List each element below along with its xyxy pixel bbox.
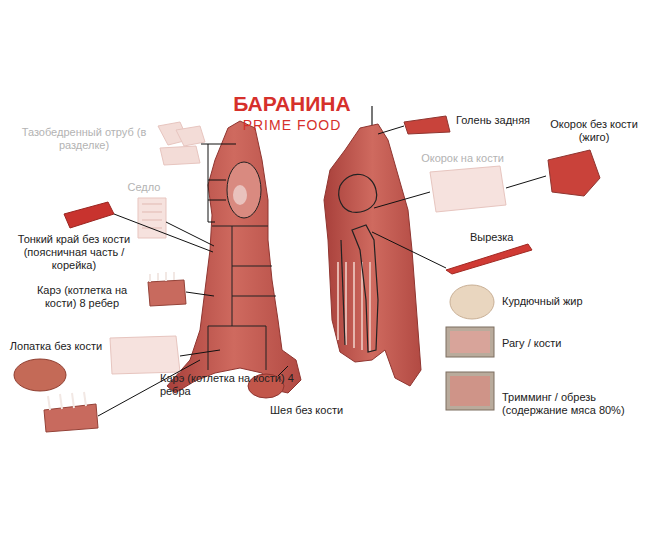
cut-label: Тазобедренный отруб (в разделке) [18,126,150,152]
illustration-part [548,150,600,196]
illustration-part [160,146,200,165]
diagram-title: БАРАНИНА [192,92,392,116]
illustration-part [148,280,186,306]
illustration-part [506,176,546,188]
cut-label: Окорок без кости (жиго) [548,118,640,144]
illustration-part [142,204,162,228]
illustration-part [446,372,494,410]
cut-label: Вырезка [470,231,540,244]
cut-label: Окорок на кости [405,152,520,165]
cut-label: Карэ (котлетка на кости) 4 ребра [160,372,300,398]
cut-pictures-left [14,122,284,432]
illustration-part [150,272,174,282]
illustration-part [404,116,450,134]
illustration-part [446,327,494,357]
illustration-part [186,292,214,296]
illustration-part [352,225,378,352]
illustration-part [324,124,421,386]
illustration-part [180,350,220,356]
illustration-part [446,244,532,274]
illustration-part [110,336,180,374]
illustration-part [450,285,494,319]
cut-label: Тримминг / обрезь (содержание мяса 80%) [502,391,652,417]
illustration-part [450,376,490,406]
illustration-part [378,126,404,134]
illustration-part [176,126,205,146]
cut-label: Курдючный жир [502,295,602,308]
illustration-part [166,222,214,246]
illustration-part [371,106,373,126]
cut-label: Карэ (котлетка на кости) 8 ребер [20,284,144,310]
illustration-part [64,202,114,228]
illustration-part [341,240,345,345]
leader-lines [98,126,546,416]
illustration-part [208,226,276,370]
illustration-part [233,185,247,205]
illustration-part [372,232,446,268]
illustration-part [201,144,236,222]
illustration-part [227,162,261,218]
illustration-part [339,174,377,212]
illustration-part [14,359,66,391]
cut-label: Тонкий край без кости (поясничная часть … [6,233,142,272]
cut-label: Рагу / кости [502,337,602,350]
cut-label: Шея без кости [270,404,360,417]
carcass-inner [324,106,421,386]
brand-subtitle: PRIME FOOD [212,117,372,134]
illustration-part [430,166,506,212]
cut-pictures-right [404,116,600,410]
illustration-part [450,331,490,353]
illustration-part [48,392,86,410]
illustration-part [44,404,98,432]
illustration-part [374,192,430,208]
cut-label: Седло [116,181,172,194]
cut-label: Лопатка без кости [6,340,106,353]
cut-label: Голень задняя [456,114,546,127]
